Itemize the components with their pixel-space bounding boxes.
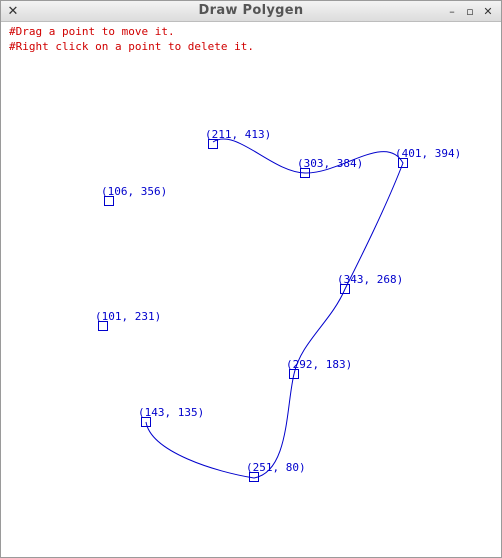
- point-label: (101, 231): [95, 310, 161, 323]
- control-point[interactable]: (251, 80): [246, 461, 306, 482]
- polygon-svg[interactable]: (211, 413) (303, 384) (401, 394) (106, 356)…: [1, 22, 501, 557]
- point-label: (401, 394): [395, 147, 461, 160]
- title-bar[interactable]: ✕ Draw Polygen – ▫ ✕: [1, 1, 501, 22]
- control-point[interactable]: (143, 135): [138, 406, 204, 427]
- control-point[interactable]: (211, 413): [205, 128, 271, 149]
- drawing-canvas[interactable]: (211, 413) (303, 384) (401, 394) (106, 356)…: [1, 22, 501, 557]
- point-handle[interactable]: [249, 472, 259, 482]
- control-point[interactable]: (292, 183): [286, 358, 352, 379]
- point-label: (143, 135): [138, 406, 204, 419]
- point-label: (292, 183): [286, 358, 352, 371]
- control-point[interactable]: (106, 356): [101, 185, 167, 206]
- point-handle[interactable]: [289, 369, 299, 379]
- point-label: (106, 356): [101, 185, 167, 198]
- control-point[interactable]: (303, 384): [297, 157, 363, 178]
- instruction-delete: #Right click on a point to delete it.: [9, 40, 255, 53]
- point-label: (303, 384): [297, 157, 363, 170]
- point-handle[interactable]: [208, 139, 218, 149]
- control-point[interactable]: (401, 394): [395, 147, 461, 168]
- spline-curve: [145, 138, 404, 479]
- window-title: Draw Polygen: [198, 3, 304, 18]
- control-point[interactable]: (343, 268): [337, 273, 403, 294]
- maximize-icon[interactable]: ▫: [466, 4, 474, 18]
- point-handle[interactable]: [398, 158, 408, 168]
- point-handle[interactable]: [340, 284, 350, 294]
- minimize-icon[interactable]: –: [449, 4, 455, 18]
- control-point[interactable]: (101, 231): [95, 310, 161, 331]
- point-label: (251, 80): [246, 461, 306, 474]
- point-handle[interactable]: [104, 196, 114, 206]
- point-label: (343, 268): [337, 273, 403, 286]
- app-menu-icon[interactable]: ✕: [7, 3, 19, 19]
- point-handle[interactable]: [98, 321, 108, 331]
- instruction-drag: #Drag a point to move it.: [9, 25, 175, 38]
- point-label: (211, 413): [205, 128, 271, 141]
- point-handle[interactable]: [300, 168, 310, 178]
- point-handle[interactable]: [141, 417, 151, 427]
- instructions: #Drag a point to move it. #Right click o…: [9, 24, 254, 54]
- close-icon[interactable]: ✕: [483, 4, 493, 18]
